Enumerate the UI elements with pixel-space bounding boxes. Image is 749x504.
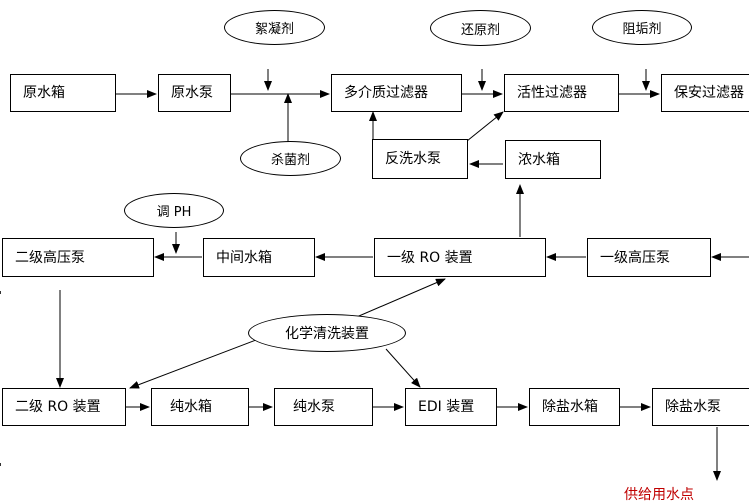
edi-box: EDI 装置 <box>405 388 497 426</box>
intermediate-tank-box: 中间水箱 <box>203 238 315 277</box>
cleaning-to-edi-arrow <box>385 348 421 388</box>
multimedia-filter-box: 多介质过滤器 <box>331 74 462 112</box>
edge-mark <box>0 463 3 466</box>
scale-inhibitor-oval: 阻垢剂 <box>592 10 692 45</box>
concentrate-tank-box: 浓水箱 <box>505 140 601 179</box>
raw-water-tank-box: 原水箱 <box>10 74 116 112</box>
stage1-ro-box: 一级 RO 装置 <box>374 238 546 277</box>
cleaning-to-ro1-arrow <box>344 278 446 323</box>
backwash-to-carbon-arrow <box>466 111 504 142</box>
stage2-hp-pump-box: 二级高压泵 <box>2 238 154 277</box>
flocculant-oval: 絮凝剂 <box>224 10 325 45</box>
edge-mark <box>0 291 3 294</box>
stage1-hp-pump-box: 一级高压泵 <box>587 238 711 277</box>
stage2-ro-box: 二级 RO 装置 <box>2 388 126 426</box>
desalted-water-tank-box: 除盐水箱 <box>529 388 620 426</box>
security-filter-box: 保安过滤器 <box>661 74 749 112</box>
reducing-agent-oval: 还原剂 <box>430 10 531 46</box>
pure-water-pump-box: 纯水泵 <box>274 388 373 426</box>
backwash-pump-box: 反洗水泵 <box>372 139 468 179</box>
bactericide-oval: 杀菌剂 <box>240 141 341 176</box>
pure-water-tank-box: 纯水箱 <box>151 388 249 426</box>
desalted-water-pump-box: 除盐水泵 <box>652 388 749 426</box>
cleaning-to-ro2-arrow <box>129 339 257 389</box>
adjust-ph-oval: 调 PH <box>124 193 224 228</box>
activated-carbon-filter-box: 活性过滤器 <box>504 74 619 112</box>
water-supply-point-label: 供给用水点 <box>624 487 694 503</box>
chemical-cleaning-oval: 化学清洗装置 <box>248 314 406 352</box>
raw-water-pump-box: 原水泵 <box>158 74 231 112</box>
